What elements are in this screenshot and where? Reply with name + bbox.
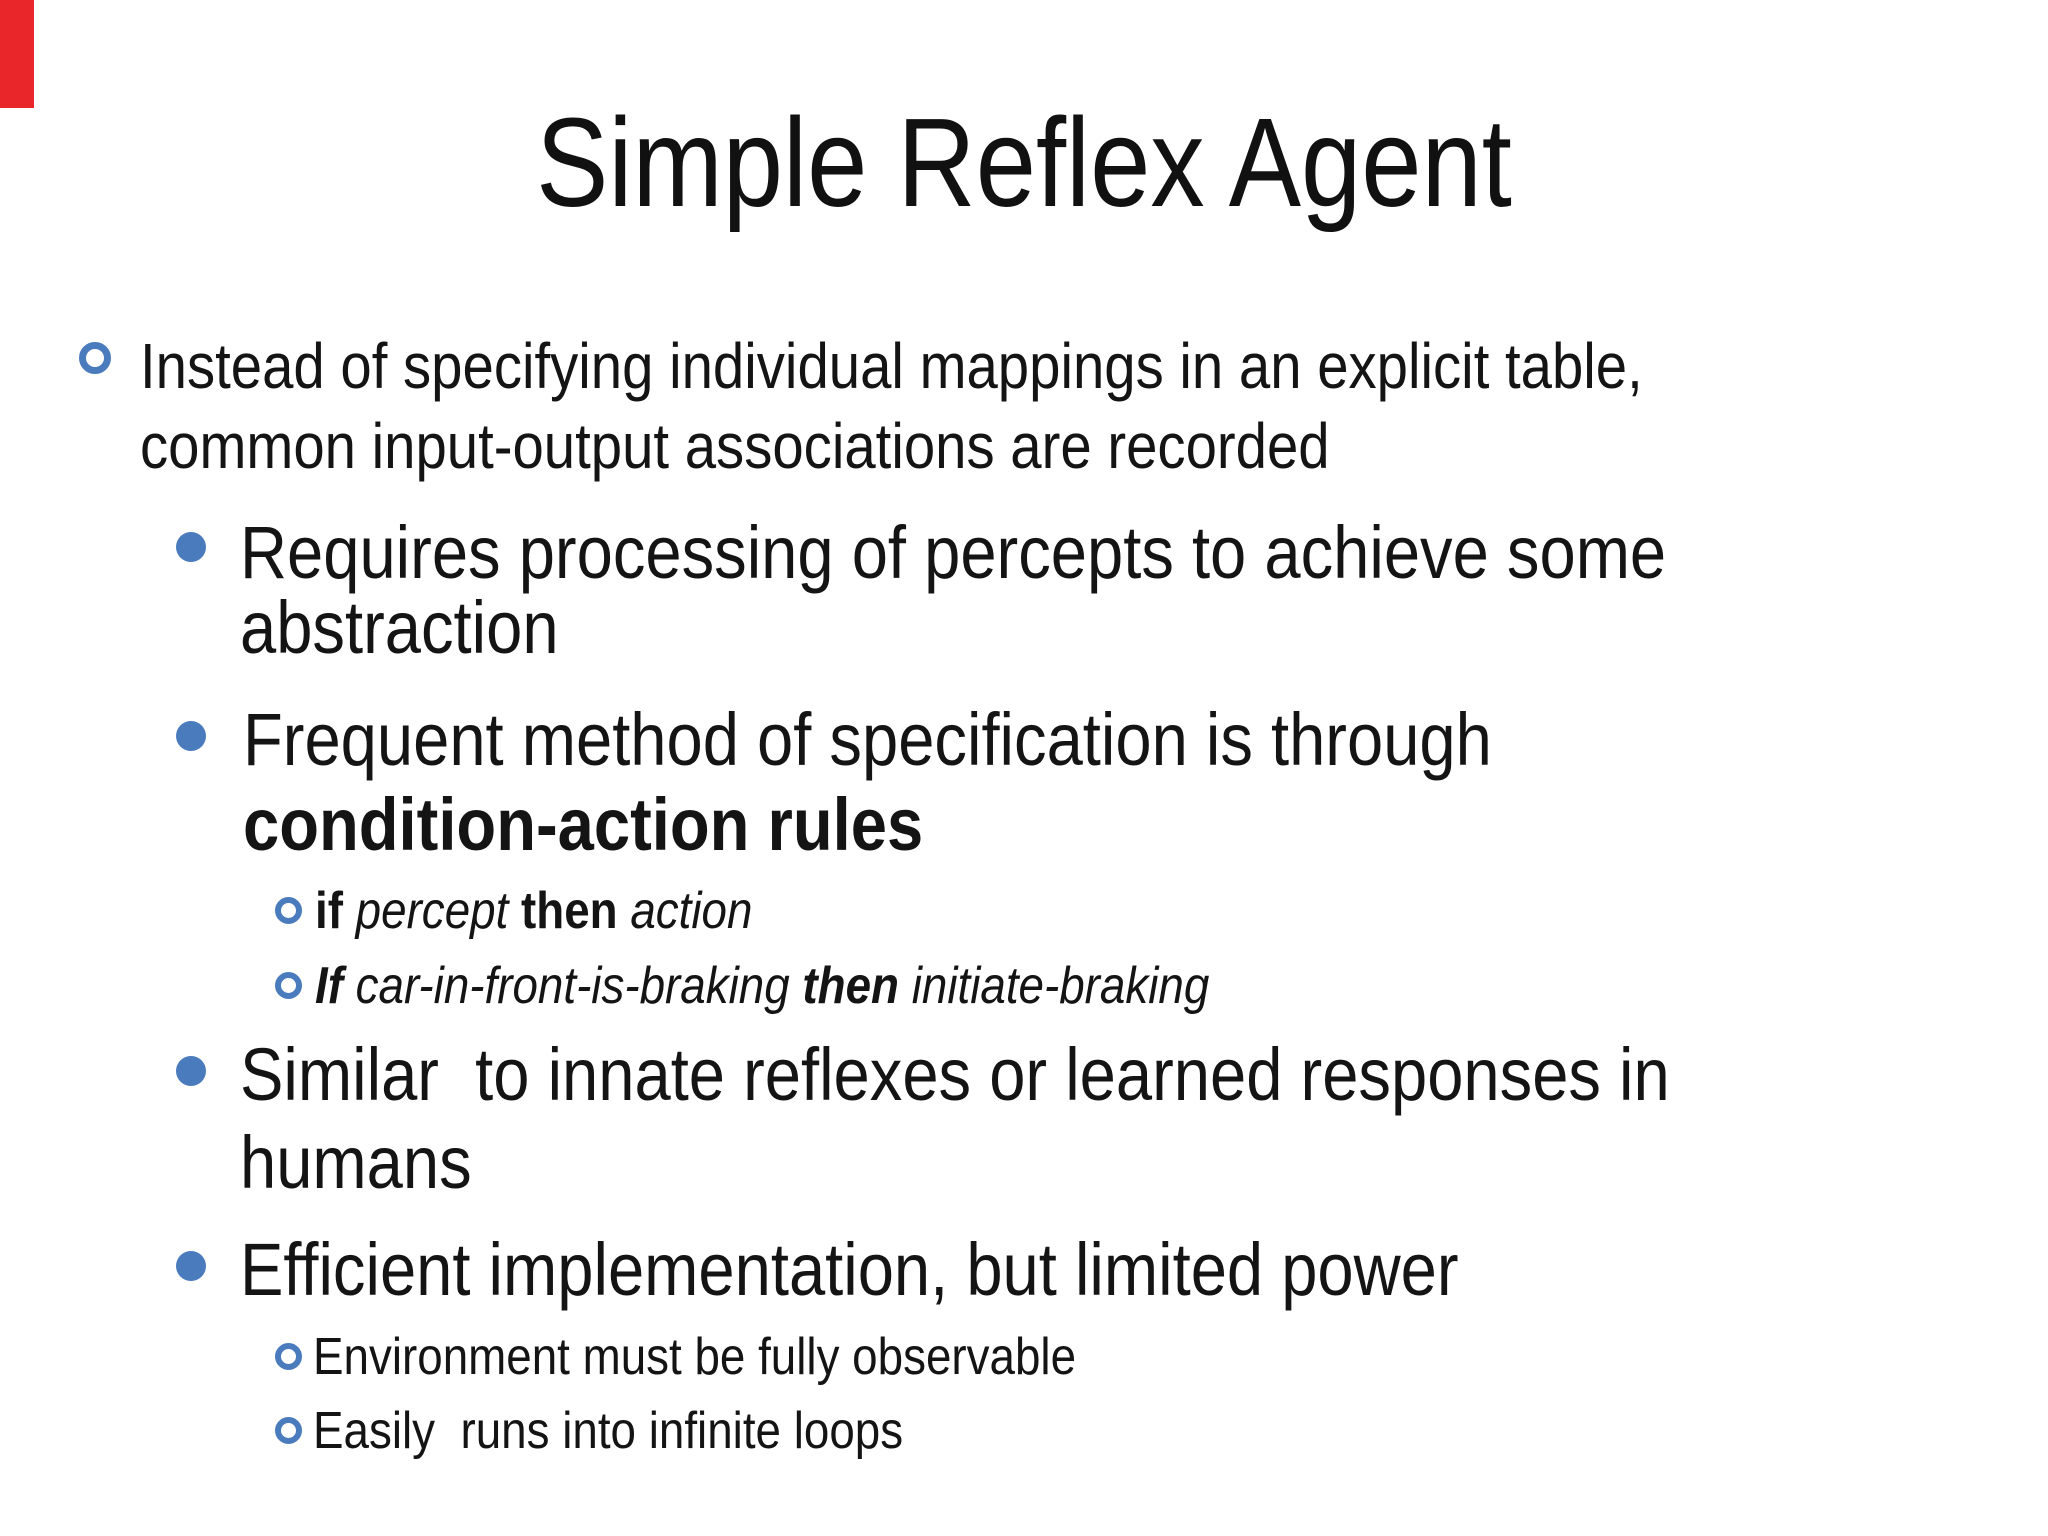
text-line-level-2: Frequent method of specification is thro… <box>243 703 1492 777</box>
text-run: Easily runs into infinite loops <box>313 1402 904 1460</box>
text-line-level-2: condition-action rules <box>243 788 923 862</box>
text-line-level-3: if percept then action <box>315 885 752 937</box>
text-line-level-2: Similar to innate reflexes or learned re… <box>240 1038 1670 1112</box>
hollow-circle-bullet-icon <box>274 971 302 999</box>
hollow-circle-bullet-icon <box>79 342 111 374</box>
text-run: Requires processing of percepts to achie… <box>240 511 1667 594</box>
text-run: car-in-front-is-braking <box>355 957 803 1015</box>
text-run: Environment must be fully observable <box>313 1328 1077 1386</box>
text-line-level-2: Efficient implementation, but limited po… <box>240 1233 1459 1307</box>
text-line-level-3: Environment must be fully observable <box>313 1331 1076 1383</box>
text-run: abstraction <box>240 586 559 669</box>
text-run: Efficient implementation, but limited po… <box>240 1228 1459 1311</box>
solid-dot-bullet-icon <box>176 721 206 751</box>
text-line-level-2: abstraction <box>240 591 559 665</box>
text-line-level-3: If car-in-front-is-braking then initiate… <box>315 960 1209 1012</box>
solid-dot-bullet-icon <box>176 532 206 562</box>
slide-title: Simple Reflex Agent <box>536 92 1512 233</box>
text-run: humans <box>240 1121 472 1204</box>
hollow-circle-bullet-icon <box>274 1416 302 1444</box>
text-run: condition-action rules <box>243 783 924 866</box>
solid-dot-bullet-icon <box>176 1251 206 1281</box>
hollow-circle-bullet-icon <box>274 1342 302 1370</box>
text-run: Instead of specifying individual mapping… <box>140 330 1643 402</box>
text-line-level-3: Easily runs into infinite loops <box>313 1405 903 1457</box>
text-run: then <box>802 957 912 1015</box>
text-run: if <box>315 882 356 940</box>
text-run: then <box>521 882 631 940</box>
text-run: Similar to innate reflexes or learned re… <box>240 1033 1670 1116</box>
text-line-level-1: Instead of specifying individual mapping… <box>140 334 1643 398</box>
text-run: If <box>315 957 356 1015</box>
text-run: initiate-braking <box>911 957 1210 1015</box>
text-line-level-1: common input-output associations are rec… <box>140 414 1330 478</box>
text-run: percept <box>355 882 522 940</box>
text-line-level-2: humans <box>240 1126 472 1200</box>
hollow-circle-bullet-icon <box>274 896 302 924</box>
text-line-level-2: Requires processing of percepts to achie… <box>240 516 1666 590</box>
red-edge-marker <box>0 0 34 108</box>
solid-dot-bullet-icon <box>176 1056 206 1086</box>
text-run: action <box>630 882 753 940</box>
text-run: common input-output associations are rec… <box>140 410 1330 482</box>
text-run: Frequent method of specification is thro… <box>243 698 1492 781</box>
